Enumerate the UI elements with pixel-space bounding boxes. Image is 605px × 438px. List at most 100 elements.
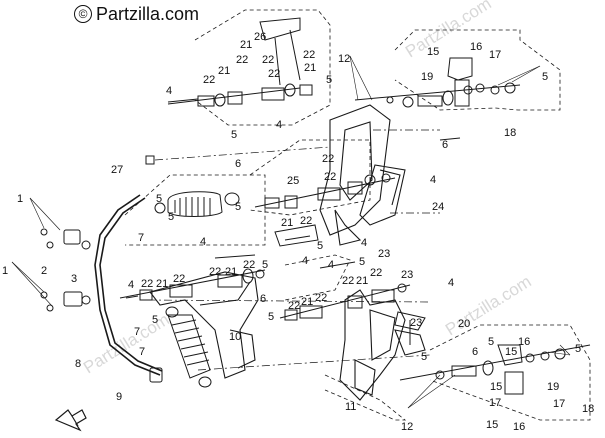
group-outlines xyxy=(124,9,591,421)
bushing-row-top-left xyxy=(167,17,313,107)
bushing-row-lower-right xyxy=(279,283,411,321)
callout-label-4: 4 xyxy=(328,259,334,271)
callout-label-15: 15 xyxy=(427,46,439,58)
callout-label-5: 5 xyxy=(317,240,323,252)
callout-label-22: 22 xyxy=(300,215,312,227)
front-arrow-icon xyxy=(54,409,87,432)
callout-label-4: 4 xyxy=(128,279,134,291)
callout-label-5: 5 xyxy=(488,336,494,348)
bushing-row-bottom-right xyxy=(399,344,591,395)
misc-parts xyxy=(125,98,461,345)
callout-label-1: 1 xyxy=(2,265,8,277)
callout-label-22: 22 xyxy=(262,54,274,66)
callout-label-20: 20 xyxy=(458,318,470,330)
callout-label-5: 5 xyxy=(326,74,332,86)
callout-label-5: 5 xyxy=(152,314,158,326)
callout-label-23: 23 xyxy=(378,248,390,260)
lower-a-arm xyxy=(149,271,259,379)
callout-label-18: 18 xyxy=(504,127,516,139)
callout-label-19: 19 xyxy=(547,381,559,393)
main-frame xyxy=(319,104,426,401)
callout-label-21: 21 xyxy=(156,278,168,290)
callout-label-21: 21 xyxy=(304,62,316,74)
callout-label-26: 26 xyxy=(254,31,266,43)
callout-label-22: 22 xyxy=(203,74,215,86)
callout-label-21: 21 xyxy=(218,65,230,77)
callout-label-12: 12 xyxy=(401,421,413,433)
callout-label-22: 22 xyxy=(322,153,334,165)
callout-label-11: 11 xyxy=(345,401,356,413)
callout-label-15: 15 xyxy=(505,346,517,358)
callout-label-2: 2 xyxy=(41,265,47,277)
callout-label-17: 17 xyxy=(489,397,501,409)
callout-label-22: 22 xyxy=(268,68,280,80)
callout-label-5: 5 xyxy=(421,351,427,363)
lower-shock xyxy=(165,306,212,388)
callout-label-16: 16 xyxy=(513,421,525,433)
callout-label-6: 6 xyxy=(235,158,241,170)
callout-label-4: 4 xyxy=(302,255,308,267)
callout-label-22: 22 xyxy=(141,278,153,290)
callout-label-22: 22 xyxy=(243,259,255,271)
callout-label-4: 4 xyxy=(166,85,172,97)
callout-leaders xyxy=(11,55,571,409)
callout-label-7: 7 xyxy=(138,232,144,244)
callout-label-21: 21 xyxy=(281,217,293,229)
callout-label-5: 5 xyxy=(542,71,548,83)
callout-label-22: 22 xyxy=(315,292,327,304)
callout-label-5: 5 xyxy=(235,201,241,213)
callout-label-5: 5 xyxy=(156,193,162,205)
callout-label-7: 7 xyxy=(134,326,140,338)
copyright-icon: © xyxy=(74,5,92,23)
callout-label-22: 22 xyxy=(288,300,300,312)
callout-label-21: 21 xyxy=(356,275,368,287)
callout-label-22: 22 xyxy=(324,171,336,183)
callout-label-4: 4 xyxy=(200,236,206,248)
callout-label-9: 9 xyxy=(116,391,122,403)
callout-label-21: 21 xyxy=(301,296,313,308)
brand-text: Partzilla.com xyxy=(96,4,200,24)
callout-label-5: 5 xyxy=(168,211,174,223)
callout-label-3: 3 xyxy=(71,273,77,285)
callout-label-5: 5 xyxy=(231,129,237,141)
callout-label-4: 4 xyxy=(361,237,367,249)
callout-label-6: 6 xyxy=(442,139,448,151)
bushing-row-top-right xyxy=(354,57,521,108)
callout-label-5: 5 xyxy=(359,256,365,268)
callout-label-17: 17 xyxy=(489,49,501,61)
callout-label-15: 15 xyxy=(490,381,502,393)
stabilizer-bar xyxy=(94,194,163,376)
callout-label-7: 7 xyxy=(139,346,145,358)
callout-label-5: 5 xyxy=(268,311,274,323)
callout-label-4: 4 xyxy=(430,174,436,186)
callout-label-22: 22 xyxy=(236,54,248,66)
callout-label-22: 22 xyxy=(209,266,221,278)
callout-label-6: 6 xyxy=(472,346,478,358)
callout-label-18: 18 xyxy=(582,403,594,415)
callout-label-1: 1 xyxy=(17,193,23,205)
callout-label-23: 23 xyxy=(410,317,422,329)
callout-label-22: 22 xyxy=(173,273,185,285)
callout-label-10: 10 xyxy=(229,331,241,343)
callout-label-12: 12 xyxy=(338,53,350,65)
callout-label-27: 27 xyxy=(111,164,123,176)
callout-label-19: 19 xyxy=(421,71,433,83)
callout-label-22: 22 xyxy=(303,49,315,61)
callout-label-6: 6 xyxy=(260,293,266,305)
callout-label-5: 5 xyxy=(575,343,581,355)
bushing-row-middle xyxy=(254,173,396,209)
callout-label-21: 21 xyxy=(225,266,237,278)
callout-label-24: 24 xyxy=(432,201,444,213)
site-logo[interactable]: ©Partzilla.com xyxy=(74,4,199,25)
callout-label-15: 15 xyxy=(486,419,498,431)
callout-label-16: 16 xyxy=(470,41,482,53)
callout-label-21: 21 xyxy=(240,39,252,51)
callout-label-25: 25 xyxy=(287,175,299,187)
callout-label-16: 16 xyxy=(518,336,530,348)
callout-label-4: 4 xyxy=(276,119,282,131)
callout-label-4: 4 xyxy=(448,277,454,289)
callout-label-22: 22 xyxy=(370,267,382,279)
